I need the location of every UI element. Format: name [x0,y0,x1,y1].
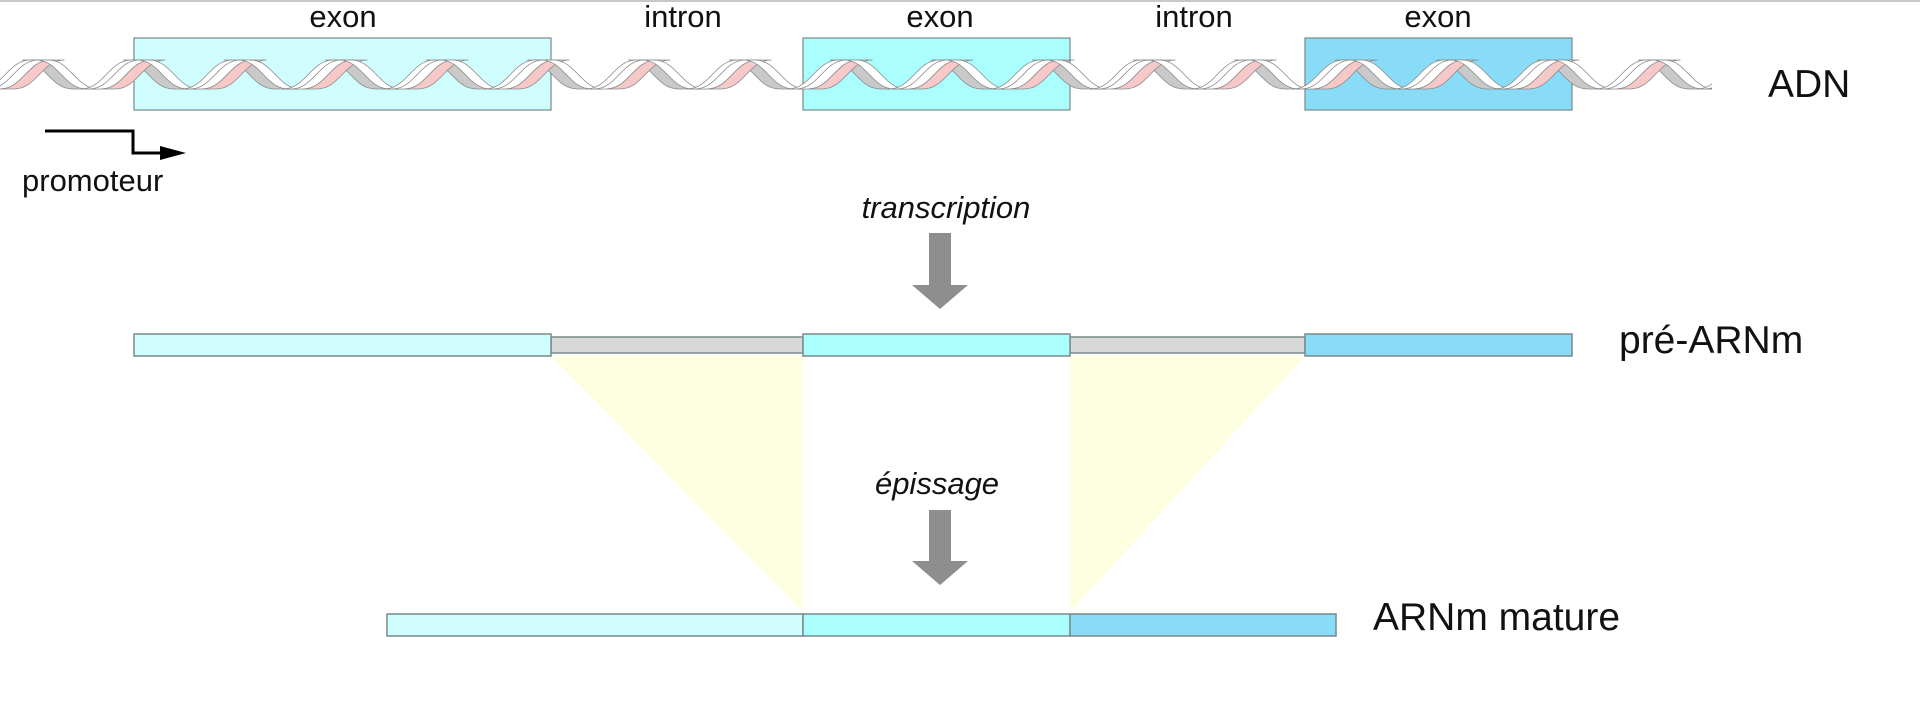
helix-strand-pink [504,59,570,90]
splicing-down-arrow-icon [912,510,968,585]
pre-mrna-label: pré-ARNm [1619,319,1803,362]
dna-row [0,37,1712,111]
helix-strand-pink [807,59,873,90]
helix-strand-pink [605,59,671,90]
helix-strand-pink [1312,59,1378,90]
helix-strand-pink [1514,59,1580,90]
helix-strand-pink [100,59,166,90]
transcription-down-arrow-icon [912,233,968,309]
mature-mrna-label: ARNm mature [1373,596,1620,639]
promoter-arrow-icon [45,129,186,160]
helix-strand-white [1704,87,1712,90]
exon-label-1: exon [309,0,376,34]
splice-wedge-intron-1 [551,356,803,612]
helix-strand-pink [1413,59,1479,90]
transcription-label: transcription [862,190,1031,225]
helix-strand-pink [201,59,267,90]
promoter-label: promoteur [22,163,163,198]
dna-label: ADN [1768,63,1850,106]
pre-mrna-exon-3 [1304,333,1573,357]
dna-double-helix [0,59,1712,90]
mature-mrna-exon-2 [802,613,1071,637]
pre-mrna-intron-2 [1069,336,1306,354]
helix-strand-pink [403,59,469,90]
helix-strand-front [1651,59,1712,90]
helix-strand-pink [302,59,368,90]
helix-strand-pink [706,59,772,90]
mature-mrna-row [386,613,1337,637]
splice-wedge-intron-2 [1070,356,1305,612]
segment-labels: exon intron exon intron exon [309,0,1471,34]
exon-label-3: exon [1404,0,1471,34]
helix-strand-pink [1211,59,1277,90]
pre-mrna-intron-1 [550,336,804,354]
intron-label-1: intron [644,0,722,34]
helix-strand-pink [0,59,65,90]
intron-label-2: intron [1155,0,1233,34]
pre-mrna-exon-2 [802,333,1071,357]
mature-mrna-exon-1 [386,613,804,637]
helix-strand-pink [1009,59,1075,90]
exon-label-2: exon [906,0,973,34]
pre-mrna-row [133,333,1573,357]
pre-mrna-exon-1 [133,333,552,357]
helix-strand-pink [908,59,974,90]
splicing-label: épissage [875,466,999,501]
helix-strand-pink [1110,59,1176,90]
mature-mrna-exon-3 [1069,613,1337,637]
helix-strand-pink [1615,59,1681,90]
helix-strand-white [1696,83,1712,90]
top-border [0,0,1920,2]
